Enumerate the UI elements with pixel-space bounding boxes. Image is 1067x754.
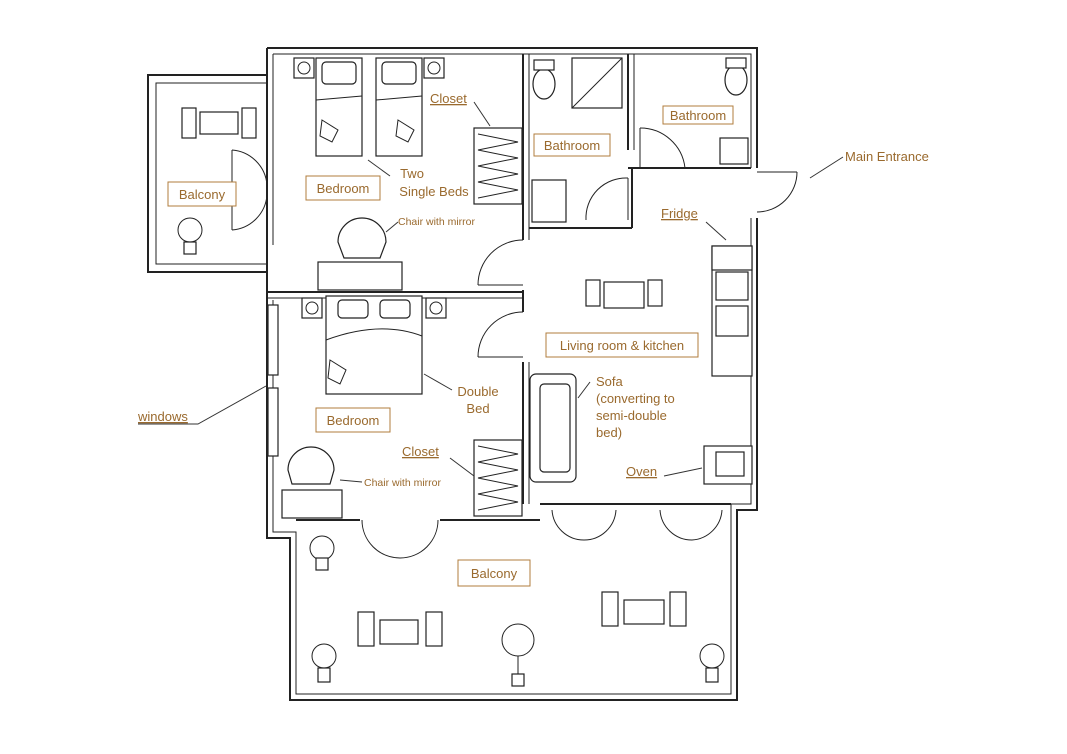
room-labels: Balcony Bedroom Bedroom Bathroom Bathroo… — [167, 105, 734, 587]
label-sofa-2: (converting to — [596, 391, 675, 406]
dressing-table-bottom — [281, 446, 343, 519]
closet-top-icon — [473, 127, 523, 205]
dining-table-living — [585, 279, 663, 309]
label-chair-mirror-top: Chair with mirror — [398, 216, 476, 228]
label-main-entrance: Main Entrance — [845, 149, 929, 164]
plant-icon — [309, 535, 335, 571]
label-chair-mirror-bottom: Chair with mirror — [364, 477, 442, 489]
label-bedroom-bottom: Bedroom — [327, 413, 380, 428]
single-bed-right — [375, 57, 423, 157]
plant-icon — [501, 623, 535, 687]
plant-icon — [311, 643, 337, 683]
nightstands-top — [293, 57, 445, 79]
annotations: Closet Two Single Beds Chair with mirror… — [137, 91, 929, 489]
label-double-bed-2: Bed — [466, 401, 489, 416]
outer-walls — [266, 47, 758, 701]
label-oven: Oven — [626, 464, 657, 479]
label-sofa-3: semi-double — [596, 408, 667, 423]
label-two-single-beds-1: Two — [400, 166, 424, 181]
leader-lines — [138, 101, 844, 483]
plant-icons — [177, 217, 725, 687]
closet-bottom-icon — [473, 439, 523, 517]
dressing-table-top — [317, 217, 403, 291]
interior-walls — [267, 54, 751, 521]
label-double-bed-1: Double — [457, 384, 498, 399]
double-bed — [301, 295, 447, 395]
label-windows: windows — [137, 409, 188, 424]
sofa — [529, 373, 577, 483]
plant-icon — [177, 217, 203, 255]
label-two-single-beds-2: Single Beds — [399, 184, 469, 199]
label-balcony-bottom: Balcony — [471, 566, 518, 581]
balcony-top-table — [181, 107, 257, 139]
single-bed-left — [315, 57, 363, 157]
label-bathroom-2: Bathroom — [670, 108, 726, 123]
label-balcony-top: Balcony — [179, 187, 226, 202]
kitchen-counter — [703, 245, 753, 485]
label-bathroom-1: Bathroom — [544, 138, 600, 153]
label-living-room-kitchen: Living room & kitchen — [560, 338, 684, 353]
label-closet-bottom: Closet — [402, 444, 439, 459]
balcony-top-left — [147, 74, 267, 273]
plant-icon — [699, 643, 725, 683]
label-sofa-4: bed) — [596, 425, 622, 440]
bathroom-fixtures — [531, 57, 749, 223]
windows-left — [267, 304, 279, 457]
label-fridge: Fridge — [661, 206, 698, 221]
label-closet-top: Closet — [430, 91, 467, 106]
label-sofa-1: Sofa — [596, 374, 624, 389]
doors — [231, 127, 798, 559]
balcony-bottom-tables — [357, 591, 687, 647]
label-bedroom-top: Bedroom — [317, 181, 370, 196]
